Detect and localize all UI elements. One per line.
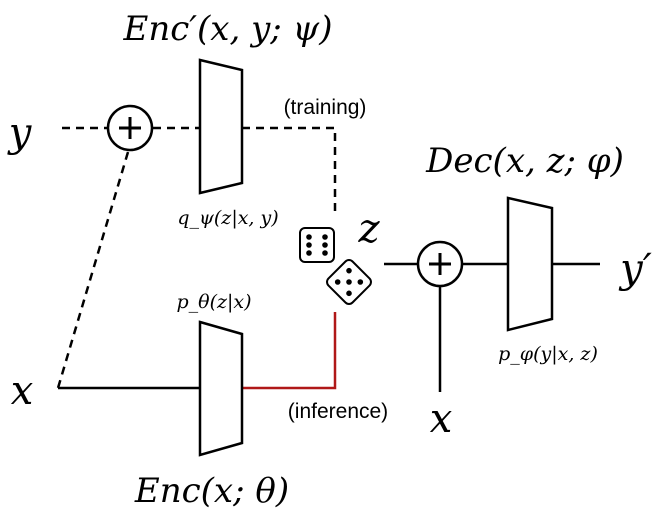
dec-title: Dec(x, z; φ) (425, 141, 624, 181)
enc-block (198, 320, 244, 457)
plus-circle-icon (416, 240, 464, 288)
q-psi-label: q_ψ(z|x, y) (177, 207, 278, 229)
die-icon (326, 259, 372, 305)
z-label: z (357, 206, 380, 252)
y-output-label: y′ (618, 246, 652, 292)
dec-block (506, 196, 554, 332)
die-icon (299, 227, 335, 263)
enc-prime-title: Enc′(x, y; ψ) (123, 9, 333, 49)
p-phi-label: p_φ(y|x, z) (498, 343, 598, 365)
inference-label: (inference) (288, 400, 388, 423)
plus-circle-icon (106, 104, 154, 152)
y-input-label: y (7, 110, 33, 156)
x-input-label: x (11, 368, 34, 414)
training-label: (training) (284, 96, 367, 119)
p-theta-label: p_θ(z|x) (176, 291, 251, 313)
enc-title: Enc(x; θ) (134, 471, 289, 511)
inference-path (242, 312, 337, 390)
x-bottom-label: x (430, 396, 453, 442)
training-dashed-path (242, 126, 337, 212)
enc-prime-block (198, 58, 244, 195)
x-to-plus-dashed-line (56, 151, 130, 389)
